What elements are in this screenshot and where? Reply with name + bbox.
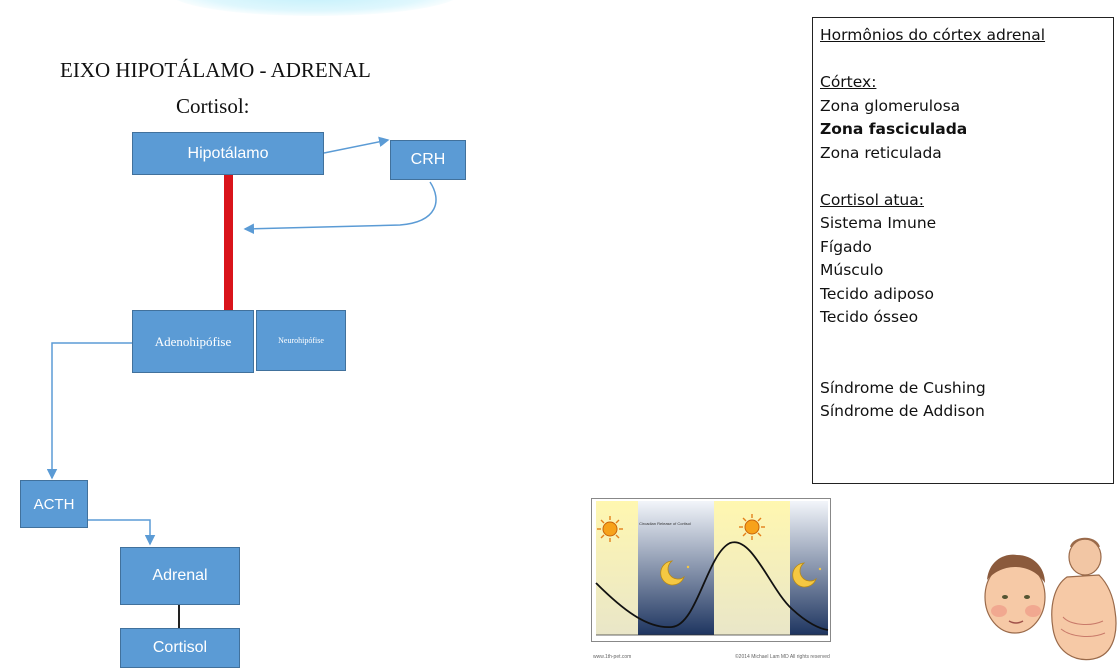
acts-heading: Cortisol atua: [820,190,924,209]
sun-icon [739,514,765,540]
syndrome-item: Síndrome de Addison [820,402,985,420]
node-neurohipofise: Neurohipófise [256,310,346,371]
face-icon [984,554,1046,634]
pituitary-stalk [224,175,233,311]
arrow-adenohipofise-to-acth [46,342,132,480]
cushing-illustration [984,537,1117,661]
cortisol-curve [595,541,829,631]
target-item: Tecido adiposo [820,284,934,303]
arrow-crh-to-adenohipofise [243,181,437,235]
night-band [638,501,714,635]
target-item: Músculo [820,261,884,279]
node-cortisol: Cortisol [120,628,240,668]
node-acth: ACTH [20,480,88,528]
target-item: Tecido ósseo [820,308,919,326]
target-item: Fígado [820,237,872,256]
circadian-label: Circadian Release of Cortisol [639,521,691,526]
target-item: Sistema Imune [820,214,937,232]
node-crh: CRH [390,140,466,180]
panel-heading: Hormônios do córtex adrenal [820,26,1046,44]
node-hipotalamo: Hipotálamo [132,132,324,175]
sun-icon [597,516,623,542]
cortex-heading: Córtex: [820,73,877,91]
zone-item: Zona reticulada [820,143,942,162]
figure-credit-left: www.1th-pet.com [593,654,632,660]
adrenal-cortisol-connector [178,605,180,629]
hormones-panel: Hormônios do córtex adrenal Córtex: Zona… [812,17,1114,484]
top-decoration [170,0,460,16]
moon-icon [792,562,822,588]
syndrome-item: Síndrome de Cushing [820,378,986,397]
node-adenohipofise: Adenohipófise [132,310,254,373]
arrow-acth-to-adrenal [88,519,156,546]
obese-man-icon [1051,537,1117,661]
zone-item-highlighted: Zona fasciculada [820,120,968,138]
moon-icon [660,560,690,586]
page-subtitle: Cortisol: [176,94,250,118]
node-adrenal: Adrenal [120,547,240,605]
zone-item: Zona glomerulosa [820,96,961,115]
page-title: EIXO HIPOTÁLAMO - ADRENAL [60,58,371,82]
figure-credit-right: ©2014 Michael Lam MD All rights reserved [735,654,830,660]
circadian-figure: Circadian Release of Cortisol [591,498,831,642]
arrow-hipotalamo-to-crh [323,136,390,154]
